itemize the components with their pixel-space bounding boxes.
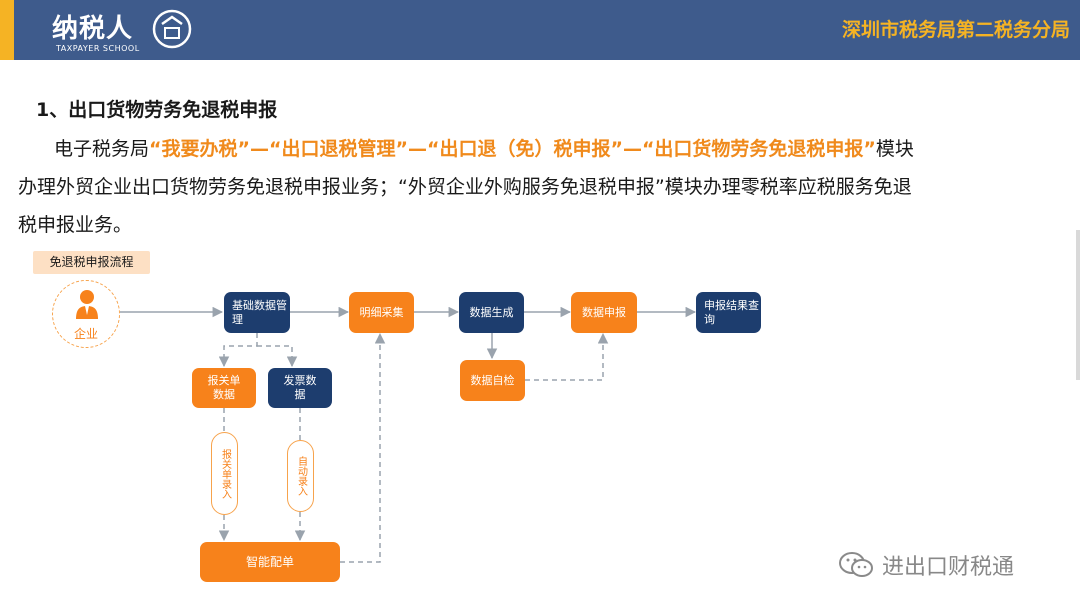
node-data-declare: 数据申报 — [571, 292, 637, 333]
enterprise-label: 企业 — [73, 327, 98, 341]
dash-basic-invoice — [257, 345, 298, 368]
organization-name: 深圳市税务局第二税务分局 — [841, 19, 1070, 41]
header-accent-bar — [0, 0, 14, 60]
node-self-check: 数据自检 — [460, 360, 525, 401]
watermark: 进出口财税通 — [838, 549, 1014, 581]
node-result-query: 申报结果查询 — [696, 292, 761, 333]
logo-text: 纳税人 — [52, 14, 134, 44]
intro-paragraph: 电子税务局“我要办税”—“出口退税管理”—“出口退（免）税申报”—“出口货物劳务… — [18, 130, 918, 244]
enterprise-node: 企业 — [52, 280, 120, 348]
node-invoice-data: 发票数据 — [268, 368, 332, 408]
dash-match-detail — [340, 332, 386, 563]
dash-basic-customs — [218, 333, 258, 368]
pill-customs-entry: 报关单录入 — [211, 432, 238, 515]
node-smart-match: 智能配单 — [200, 542, 340, 582]
dash-selfcheck-declare — [525, 332, 609, 381]
para-highlight-path: “我要办税”—“出口退税管理”—“出口退（免）税申报”—“出口货物劳务免退税申报… — [149, 138, 876, 160]
logo-badge-icon — [152, 9, 192, 49]
pill-auto-entry: 自动录入 — [287, 440, 314, 512]
node-data-gen: 数据生成 — [459, 292, 524, 333]
para-text-1: 电子税务局 — [54, 138, 150, 160]
section-title: 1、出口货物劳务免退税申报 — [36, 99, 278, 121]
node-customs-data: 报关单数据 — [192, 368, 256, 408]
logo: 纳税人 TAXPAYER SCHOOL — [52, 6, 222, 56]
wechat-icon — [839, 552, 873, 577]
flow-tag: 免退税申报流程 — [33, 251, 150, 274]
watermark-text: 进出口财税通 — [882, 555, 1015, 580]
person-icon — [76, 290, 98, 319]
edge-scroll-marker — [1076, 230, 1080, 380]
node-detail-collect: 明细采集 — [349, 292, 414, 333]
node-basic-data: 基础数据管理 — [224, 292, 290, 333]
slide-header: 纳税人 TAXPAYER SCHOOL 深圳市税务局第二税务分局 — [0, 0, 1080, 60]
logo-subtitle: TAXPAYER SCHOOL — [56, 44, 140, 53]
para-text-2: 模块办理外贸企业出口货物劳务免退税申报业务；“外贸企业外购服务免退税申报”模块办… — [18, 138, 914, 236]
